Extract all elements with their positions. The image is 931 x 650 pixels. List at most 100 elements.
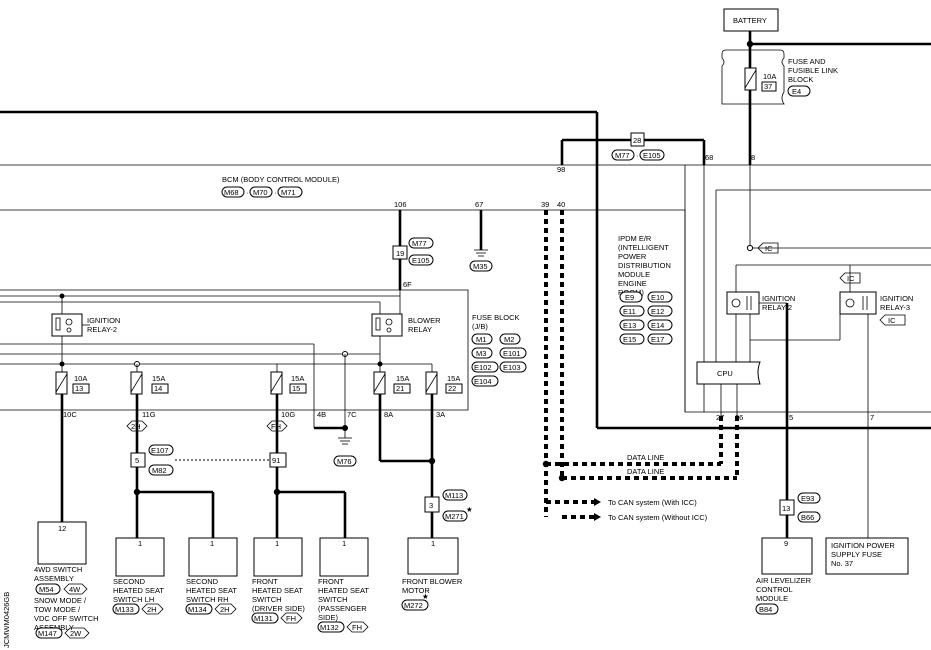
fuse-link-block-outline [721, 49, 785, 105]
fuse-14-pin: 11G [142, 410, 156, 419]
ground-m35: M35 [473, 262, 488, 271]
ipdm-ic-label-2: IC [847, 274, 855, 283]
ipdm-ic-badge-1 [757, 242, 779, 254]
bcm-pin-8: 8 [751, 153, 755, 162]
front-pass-name-2: HEATED SEAT [318, 586, 369, 595]
joint-5-conn-2: M82 [152, 466, 167, 475]
fuse-link-conn: E4 [792, 87, 801, 96]
joint-19-conn-2: E105 [412, 256, 430, 265]
data-line-label-1: DATA LINE [627, 453, 664, 462]
fuse-link-title-2: FUSIBLE LINK [788, 66, 838, 75]
joint-28-conn-2: E105 [643, 151, 661, 160]
fuse-21: 15A 21 8A [373, 371, 411, 419]
ipdm-conn-e9: E9 [625, 293, 634, 302]
fourwd-name-2: ASSEMBLY [34, 574, 74, 583]
front-pass-name-1: FRONT [318, 577, 344, 586]
joint-3-conn-1: M113 [445, 491, 463, 500]
fuse-22-pin: 3A [436, 410, 445, 419]
fuse-block-conn-e101: E101 [503, 349, 521, 358]
ign-fuse-name-1: IGNITION POWER [831, 541, 895, 550]
bcm-pin-39: 39 [541, 200, 549, 209]
seat-rh-name-1: SECOND [186, 577, 219, 586]
fourwd-name-1: 4WD SWITCH [34, 565, 82, 574]
ipdm-conn-e10: E10 [651, 293, 664, 302]
bcm-pin-106: 106 [394, 200, 407, 209]
fourwd-name2-2: TOW MODE / [34, 605, 81, 614]
fuse-15-num: 15 [292, 384, 300, 393]
ipdm-title-6: ENGINE [618, 279, 647, 288]
front-pass-conn: M132 [320, 623, 339, 632]
svg-text:·: · [246, 188, 249, 197]
fuse-22-num: 22 [448, 384, 456, 393]
air-lev-box [761, 537, 813, 575]
option-4w-badge: 4W [69, 585, 81, 594]
joint-19-num: 19 [396, 249, 404, 258]
fuse-15-amp: 15A [291, 374, 304, 383]
joint-19-pin: 6F [403, 280, 412, 289]
ipdm-relay-3-label-1: IGNITION [880, 294, 913, 303]
ipdm-pin-27: 27 [716, 413, 724, 422]
fuse-block-title-1: FUSE BLOCK [472, 313, 520, 322]
ipdm-title-3: POWER [618, 252, 647, 261]
fuse-block-conn-m1: M1 [476, 335, 486, 344]
joint-28-conn-1: M77 [615, 151, 630, 160]
front-pass-name-3: SWITCH [318, 595, 348, 604]
joint-3-conn-2: M271 [445, 512, 464, 521]
bcm-pin-40: 40 [557, 200, 565, 209]
fourwd-conn2: M147 [38, 629, 57, 638]
fourwd-name2-1: SNOW MODE / [34, 596, 87, 605]
ipdm-cpu [696, 361, 761, 385]
front-pass-name-4: (PASSENGER [318, 604, 367, 613]
blower-motor-star: ★ [422, 592, 429, 601]
front-pass-option: FH [352, 623, 362, 632]
front-driver-name-3: SWITCH [252, 595, 282, 604]
fuse-21-amp: 15A [396, 374, 409, 383]
joint-28 [630, 132, 645, 147]
fuse-block-conn-e104: E104 [474, 377, 492, 386]
fuse-21-num: 21 [396, 384, 404, 393]
fuse-15-pin: 10G [281, 410, 295, 419]
joint-5-conn-1: E107 [151, 446, 169, 455]
jb-ignition-relay-2 [51, 313, 83, 337]
fuse-link-title-1: FUSE AND [788, 57, 826, 66]
fuse-link-title-3: BLOCK [788, 75, 813, 84]
blower-motor-name-2: MOTOR [402, 586, 430, 595]
fuse-block-conn-e103: E103 [503, 363, 521, 372]
ipdm-title-4: DISTRIBUTION [618, 261, 671, 270]
ipdm-title-5: MODULE [618, 270, 650, 279]
bcm-title: BCM (BODY CONTROL MODULE) [222, 175, 340, 184]
blower-relay-label-2: RELAY [408, 325, 432, 334]
bcm-pin-67: 67 [475, 200, 483, 209]
front-driver-conn: M131 [254, 614, 273, 623]
battery-label: BATTERY [733, 16, 767, 25]
fuse-15: 15A 15 10G [270, 371, 307, 419]
bcm-pin-98: 98 [557, 165, 565, 174]
jb-relay-2-label-2: RELAY-2 [87, 325, 117, 334]
ipdm-relay-2-label-1: IGNITION [762, 294, 795, 303]
ipdm-relay-3-label-2: RELAY-3 [880, 303, 910, 312]
front-driver-name-1: FRONT [252, 577, 278, 586]
ipdm-ic-label-3: IC [888, 316, 896, 325]
fuse-block-pin-4b: 4B [317, 410, 326, 419]
bcm-conn-1: M68 [224, 188, 239, 197]
fourwd-conn: M54 [39, 585, 54, 594]
fuse-block-conn-e102: E102 [474, 363, 492, 372]
front-pass-box [319, 537, 369, 577]
seat-rh-box [188, 537, 238, 577]
option-fh-badge: FH [271, 422, 281, 431]
fuse-block-outline [0, 289, 469, 411]
fuse-link-amp: 10A [763, 72, 776, 81]
joint-5-num: 5 [135, 456, 139, 465]
blower-motor-pin: 1 [431, 539, 435, 548]
front-driver-option: FH [286, 614, 296, 623]
seat-rh-conn: M134 [188, 605, 207, 614]
seat-lh-conn: M133 [115, 605, 134, 614]
air-lev-name-3: MODULE [756, 594, 788, 603]
joint-13-num: 13 [782, 504, 790, 513]
front-driver-name-2: HEATED SEAT [252, 586, 303, 595]
fuse-21-pin: 8A [384, 410, 393, 419]
joint-3-star: ★ [466, 505, 473, 514]
seat-rh-name-3: SWITCH RH [186, 595, 229, 604]
fuse-block-pin-7c: 7C [347, 410, 357, 419]
